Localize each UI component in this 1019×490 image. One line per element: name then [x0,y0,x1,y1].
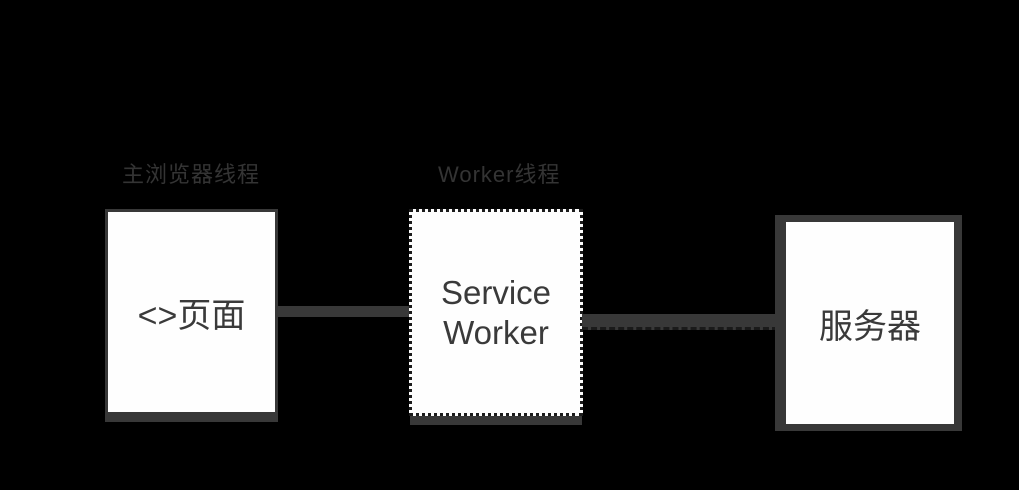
server-node: 服务器 [775,215,962,431]
connector-page-to-service-worker [278,306,410,317]
worker-thread-label: Worker线程 [438,162,561,187]
page-node-label: <>页面 [137,296,246,335]
service-worker-node-label: Service Worker [440,273,552,351]
page-node: <>页面 [105,209,278,422]
main-browser-thread-label: 主浏览器线程 [122,162,261,187]
server-node-label: 服务器 [819,307,921,346]
connector-service-worker-to-server [582,314,778,330]
service-worker-node: Service Worker [409,209,583,416]
